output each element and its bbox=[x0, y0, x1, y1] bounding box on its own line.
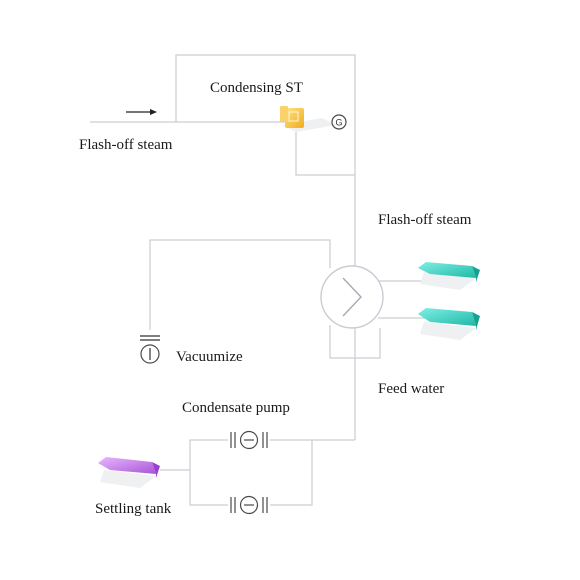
heat-exchanger-icon bbox=[320, 265, 384, 329]
generator-icon: G bbox=[331, 114, 347, 130]
pump-icon bbox=[230, 495, 268, 515]
condensate-pump-label: Condensate pump bbox=[182, 400, 290, 416]
settling-tank-label: Settling tank bbox=[95, 501, 172, 517]
flash-steam-outlet-label: Flash-off steam bbox=[378, 212, 472, 228]
arrow-right-icon bbox=[126, 109, 157, 115]
pump-icon bbox=[230, 430, 268, 450]
turbine-icon bbox=[280, 106, 336, 132]
settling-tank-icon bbox=[98, 457, 160, 488]
generator-label: G bbox=[335, 118, 342, 128]
feed-water-label: Feed water bbox=[378, 381, 444, 397]
vacuum-pump-icon bbox=[140, 335, 160, 364]
pipe-network bbox=[90, 54, 428, 506]
steam-block-icon bbox=[418, 262, 480, 290]
turbine-label: Condensing ST bbox=[210, 80, 303, 96]
steam-block-icon bbox=[418, 308, 480, 340]
flash-steam-inlet-label: Flash-off steam bbox=[79, 137, 173, 153]
vacuumize-label: Vacuumize bbox=[176, 349, 243, 365]
